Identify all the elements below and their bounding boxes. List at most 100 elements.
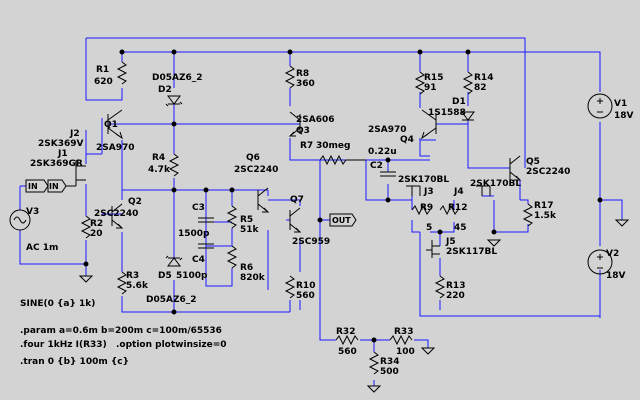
capacitors	[198, 171, 396, 249]
q2-value: 2SC2240	[94, 209, 138, 219]
j1-ref: J1	[57, 149, 68, 159]
r12-ref: R12	[448, 203, 467, 213]
d1-symbol	[461, 111, 475, 121]
q6-value: 2SC2240	[234, 165, 278, 175]
r17-ref: R17	[534, 201, 553, 211]
spice-directives: SINE(0 {a} 1k) .param a=0.6m b=200m c=10…	[20, 299, 227, 367]
r34-ref: R34	[380, 357, 399, 367]
r14-value: 82	[474, 83, 487, 93]
directive-sine: SINE(0 {a} 1k)	[20, 299, 95, 309]
j4-symbol	[476, 185, 491, 196]
q4-value: 2SA970	[368, 125, 407, 135]
r10-symbol	[284, 275, 296, 299]
jfets	[66, 160, 491, 258]
r9-ref: R9	[420, 203, 433, 213]
ground-j4	[486, 239, 502, 247]
ground-r34	[366, 385, 382, 393]
c4-value: 5100p	[176, 271, 208, 281]
directive-tran: .tran 0 {b} 100m {c}	[20, 357, 129, 367]
v3-value: AC 1m	[26, 243, 58, 253]
r6-ref: R6	[240, 263, 253, 273]
r13-value: 220	[446, 291, 465, 301]
q6-symbol	[257, 187, 270, 213]
v1-value: 18V	[614, 111, 634, 121]
r15-value: 91	[424, 83, 437, 93]
r7-symbol	[319, 154, 366, 166]
r17-value: 1.5k	[534, 211, 557, 221]
r1-ref: R1	[96, 65, 109, 75]
q5-value: 2SC2240	[526, 167, 570, 177]
r14-ref: R14	[474, 73, 493, 83]
q5-ref: Q5	[526, 157, 540, 167]
transistors	[107, 109, 522, 233]
r6-value: 820k	[240, 273, 266, 283]
j2-ref: J2	[69, 129, 80, 139]
q5-symbol	[509, 155, 522, 181]
r8-ref: R8	[296, 69, 309, 79]
v2-symbol	[587, 249, 613, 275]
r13-ref: R13	[446, 281, 465, 291]
v3-ref: V3	[26, 207, 39, 217]
r34-value: 500	[380, 367, 399, 377]
c2-value: 0.22u	[368, 147, 397, 157]
out-flag-label: OUT	[332, 216, 351, 225]
r1-value: 620	[94, 77, 113, 87]
out-flag	[329, 213, 357, 227]
q2-symbol	[111, 203, 124, 229]
q1-symbol	[107, 109, 123, 140]
q6-ref: Q6	[246, 153, 260, 163]
ground-r33	[420, 347, 436, 355]
r10-value: 560	[296, 291, 315, 301]
q4-ref: Q4	[400, 135, 414, 145]
r33-ref: R33	[394, 327, 413, 337]
v1-symbol	[587, 93, 613, 119]
component-labels: R1 620 D05AZ6_2 D2 R8 360 R15 91 R14 82 …	[26, 65, 634, 377]
q3-value: 2SA606	[296, 115, 335, 125]
in-flag-1	[25, 179, 49, 193]
r33-symbol	[389, 334, 413, 346]
resistors	[80, 61, 534, 375]
junctions	[83, 49, 603, 343]
q7-ref: Q7	[290, 195, 304, 205]
q2-ref: Q2	[128, 197, 142, 207]
directive-four: .four 1kHz I(R33)	[20, 340, 107, 350]
j5-ref: J5	[445, 237, 456, 247]
j5-symbol	[426, 240, 440, 258]
r5-ref: R5	[240, 215, 253, 225]
r15-symbol	[414, 71, 426, 95]
r8-symbol	[284, 65, 296, 89]
net-flags: IN IN OUT	[25, 179, 357, 227]
r3-value: 5.6k	[126, 281, 149, 291]
r32-symbol	[335, 334, 359, 346]
q1-value: 2SA970	[96, 143, 135, 153]
r17-symbol	[522, 203, 534, 227]
r4-ref: R4	[152, 153, 165, 163]
j1-value: 2SK369GR	[30, 159, 83, 169]
c2-ref: C2	[370, 161, 383, 171]
v3-symbol	[9, 209, 31, 231]
q3-ref: Q3	[296, 126, 310, 136]
r15-ref: R15	[424, 73, 443, 83]
d2-ref: D2	[158, 85, 172, 95]
d5-ref: D5	[158, 271, 172, 281]
r3-ref: R3	[126, 271, 139, 281]
r12-value: 45	[454, 223, 467, 233]
r3-symbol	[116, 271, 128, 295]
q7-symbol	[289, 207, 302, 233]
q3-symbol	[288, 111, 301, 137]
r9-value: 5	[426, 223, 432, 233]
ground-v1	[614, 219, 630, 227]
d1-value: 1S1588	[428, 108, 466, 118]
c3-value: 1500p	[178, 229, 210, 239]
d1-ref: D1	[452, 97, 466, 107]
r5-symbol	[226, 205, 238, 229]
r7-value: 30meg	[316, 141, 350, 151]
j4-ref: J4	[453, 187, 464, 197]
wires	[19, 37, 623, 386]
d2-symbol	[165, 95, 183, 107]
r14-symbol	[462, 71, 474, 95]
j3-value: 2SK170BL	[398, 175, 449, 185]
j3-ref: J3	[423, 187, 434, 197]
v2-ref: V2	[606, 249, 619, 259]
